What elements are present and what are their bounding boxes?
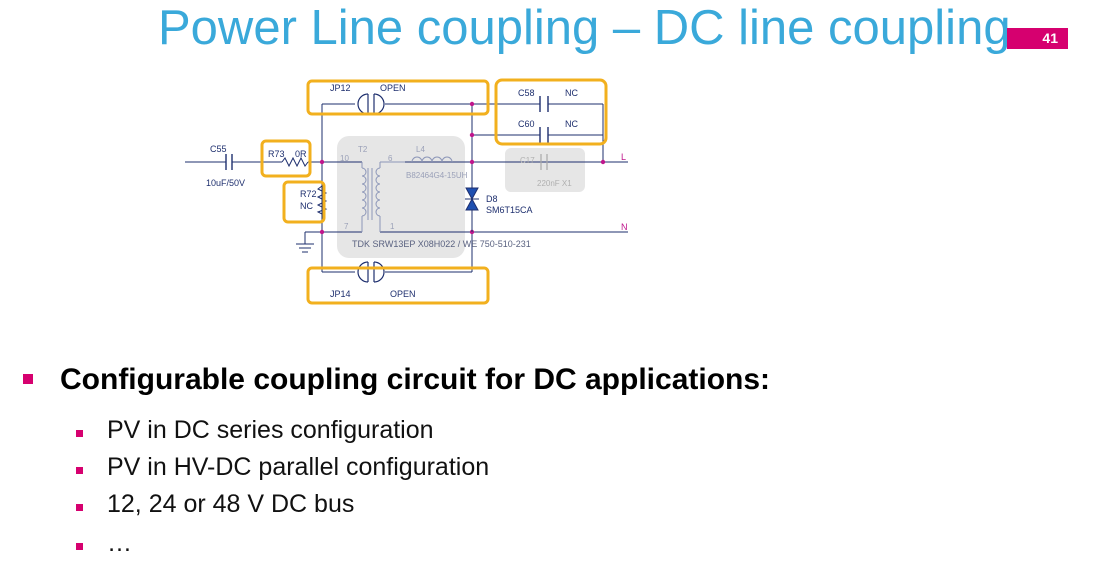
module-block: [337, 136, 465, 258]
sub-bullet-marker: [76, 430, 83, 437]
sub-bullet: …: [107, 529, 132, 557]
c55-capacitor: [225, 154, 233, 170]
main-bullet: Configurable coupling circuit for DC app…: [60, 363, 771, 396]
jp12-label: JP12: [330, 83, 351, 93]
jp14-label: JP14: [330, 289, 351, 299]
r72-value: NC: [300, 201, 313, 211]
pin-1: 1: [390, 222, 395, 231]
slide-title: Power Line coupling – DC line coupling: [158, 1, 1011, 55]
t2-transformer: [361, 161, 405, 232]
c58-c60-highlight: [494, 78, 608, 146]
pin-7: 7: [344, 222, 349, 231]
l4-label: L4: [416, 145, 425, 154]
jp12-highlight: [306, 79, 490, 116]
transformer-part: TDK SRW13EP X08H022 / WE 750-510-231: [352, 239, 531, 249]
c55-value: 10uF/50V: [206, 178, 245, 188]
t2-label: T2: [358, 145, 368, 154]
jp14-highlight: [306, 266, 490, 305]
sub-bullet: PV in DC series configuration: [107, 416, 434, 444]
jp12-state: OPEN: [380, 83, 406, 93]
junction-dots: [319, 101, 606, 235]
r72-resistor: [316, 185, 328, 215]
d8-label: D8: [486, 194, 498, 204]
c58-c60-capacitors: [539, 96, 549, 143]
main-bullet-marker: [23, 374, 33, 384]
line-l-label: L: [621, 152, 626, 162]
r72-highlight: [282, 180, 326, 224]
r73-value: 0R: [295, 149, 307, 159]
c17-value: 220nF X1: [537, 179, 572, 188]
line-n-label: N: [621, 222, 628, 232]
sub-bullet: 12, 24 or 48 V DC bus: [107, 490, 355, 518]
sub-bullet-marker: [76, 504, 83, 511]
c17-capacitor: [540, 154, 548, 170]
l4-part: B82464G4-15UH: [406, 171, 468, 180]
r72-label: R72: [300, 189, 317, 199]
sub-bullet: PV in HV-DC parallel configuration: [107, 453, 490, 481]
c58-value: NC: [565, 88, 578, 98]
r73-highlight: [260, 139, 312, 178]
r73-resistor: [281, 156, 309, 168]
c58-label: C58: [518, 88, 535, 98]
sub-bullet-marker: [76, 467, 83, 474]
sub-bullet-marker: [76, 543, 83, 550]
l4-inductor: [411, 156, 453, 163]
jp14-jumper: [357, 261, 385, 283]
c55-label: C55: [210, 144, 227, 154]
c60-value: NC: [565, 119, 578, 129]
r73-label: R73: [268, 149, 285, 159]
d8-diode: [465, 187, 479, 211]
c17-faded-block: [505, 148, 585, 192]
c60-label: C60: [518, 119, 535, 129]
pin-10: 10: [340, 154, 349, 163]
page-number-badge: 41: [1007, 28, 1068, 49]
d8-part: SM6T15CA: [486, 205, 533, 215]
highlight-boxes: [260, 78, 608, 305]
pin-6: 6: [388, 154, 393, 163]
wires: [185, 103, 628, 273]
jp14-state: OPEN: [390, 289, 416, 299]
c17-label: C17: [520, 156, 535, 165]
